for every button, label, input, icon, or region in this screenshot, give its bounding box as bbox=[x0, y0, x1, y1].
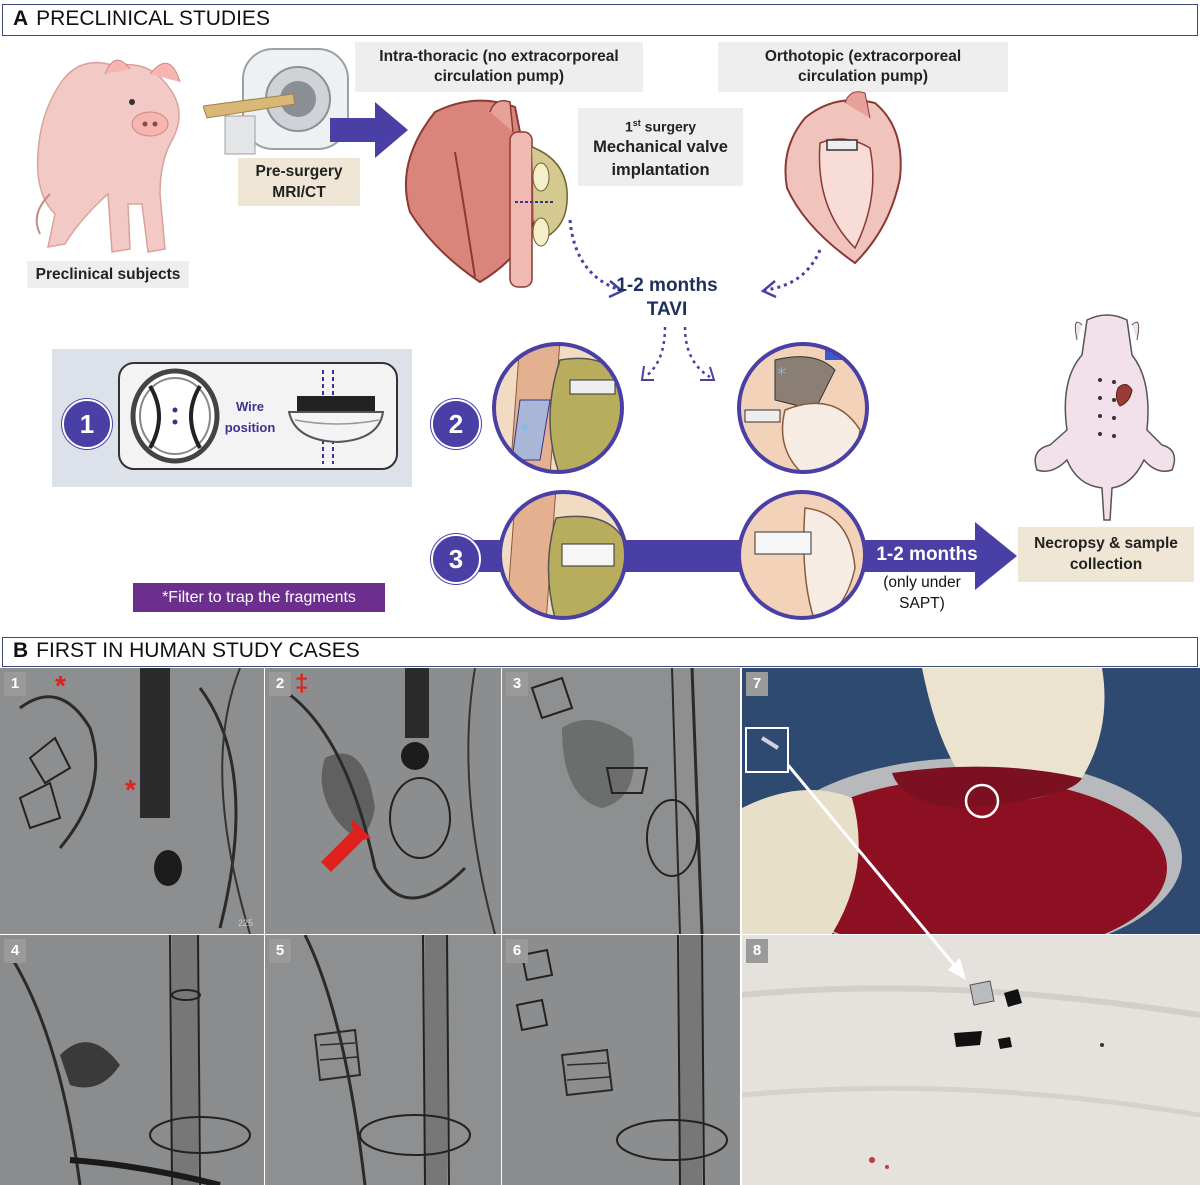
intrathoracic-line1: Intra-thoracic (no extracorporeal bbox=[379, 48, 619, 65]
heart-intrathoracic-illustration bbox=[404, 99, 568, 288]
wire-line1: Wire bbox=[235, 399, 265, 414]
panel-label-6: 6 bbox=[506, 939, 528, 963]
step2-right-illustration: * bbox=[737, 342, 869, 474]
panel-label-2: 2 bbox=[269, 672, 291, 696]
section-b-title: FIRST IN HUMAN STUDY CASES bbox=[36, 639, 360, 662]
section-a-banner: A PRECLINICAL STUDIES bbox=[2, 4, 1198, 36]
panel-label-4: 4 bbox=[4, 939, 26, 963]
section-b-banner: B FIRST IN HUMAN STUDY CASES bbox=[2, 637, 1198, 667]
step2-left-illustration: * bbox=[492, 342, 624, 474]
dagger-marker: ‡ bbox=[295, 670, 309, 697]
panel-label-5: 5 bbox=[269, 939, 291, 963]
necropsy-label: Necropsy & sample collection bbox=[1018, 527, 1194, 582]
preclinical-subjects-label: Preclinical subjects bbox=[27, 261, 189, 288]
tavi-timing: 1-2 months TAVI bbox=[592, 274, 742, 322]
orthotopic-line1: Orthotopic (extracorporeal bbox=[764, 48, 962, 65]
intrathoracic-label: Intra-thoracic (no extracorporeal circul… bbox=[355, 42, 643, 92]
section-a-title: PRECLINICAL STUDIES bbox=[36, 7, 270, 30]
step3-circle: 3 bbox=[431, 534, 481, 584]
magnification-connector-arrow bbox=[786, 764, 966, 980]
heart-orthotopic-illustration bbox=[784, 91, 902, 265]
panel-label-7: 7 bbox=[746, 672, 768, 696]
orthotopic-line2: circulation pump) bbox=[797, 68, 929, 85]
svg-text:*: * bbox=[777, 364, 786, 385]
valve-side-view-icon bbox=[287, 370, 385, 464]
step3-right-illustration bbox=[737, 490, 867, 620]
surgery-superscript: st bbox=[632, 118, 641, 128]
filter-note: *Filter to trap the fragments bbox=[133, 583, 385, 612]
dotted-arrows-to-circles bbox=[640, 326, 716, 381]
months-1: 1-2 months bbox=[616, 275, 718, 296]
only-line2: SAPT) bbox=[899, 595, 945, 612]
step3-months-label: 1-2 months bbox=[862, 543, 992, 567]
sapt-note: (only under SAPT) bbox=[862, 572, 982, 614]
pig-illustration bbox=[35, 59, 181, 253]
surgery-heading: 1st surgery bbox=[578, 114, 743, 136]
preclinical-subjects-text: Preclinical subjects bbox=[35, 266, 181, 283]
mri-scanner-icon bbox=[203, 48, 349, 155]
scale-readout: 225 bbox=[238, 918, 254, 928]
tavi-text: TAVI bbox=[646, 299, 688, 320]
case-panel-7: 7 bbox=[742, 668, 1200, 934]
step3-left-illustration bbox=[498, 490, 628, 620]
surgery-ordinal: 1 bbox=[624, 118, 633, 135]
dotted-arrows-to-tavi bbox=[568, 219, 822, 299]
panel-label-8: 8 bbox=[746, 939, 768, 963]
wire-line2: position bbox=[224, 420, 276, 435]
panel-label-3: 3 bbox=[506, 672, 528, 696]
necropsy-line1: Necropsy & sample bbox=[1034, 535, 1178, 552]
months-2: 1-2 months bbox=[876, 544, 978, 565]
svg-text:*: * bbox=[520, 420, 529, 441]
mri-to-surgery-arrow bbox=[330, 102, 408, 158]
red-arrow-icon bbox=[321, 820, 371, 872]
intrathoracic-line2: circulation pump) bbox=[433, 68, 565, 85]
orthotopic-label: Orthotopic (extracorporeal circulation p… bbox=[718, 42, 1008, 92]
pig-necropsy-illustration bbox=[1034, 314, 1176, 521]
case-panel-5: 5 bbox=[265, 935, 501, 1185]
case-panel-4: 4 bbox=[0, 935, 264, 1185]
first-surgery-label: 1st surgery Mechanical valve implantatio… bbox=[578, 108, 743, 186]
section-b-letter: B bbox=[13, 639, 29, 662]
mechanical-line1: Mechanical valve bbox=[593, 137, 728, 156]
mechanical-line2: implantation bbox=[611, 160, 710, 179]
presurgery-mri-label: Pre-surgery MRI/CT bbox=[238, 158, 360, 206]
case-panel-1: 1 * * 225 bbox=[0, 668, 264, 934]
asterisk-marker-1a: * bbox=[55, 670, 66, 701]
filter-note-text: *Filter to trap the fragments bbox=[162, 589, 356, 606]
case-panel-8: 8 bbox=[742, 935, 1200, 1185]
presurgery-line1: Pre-surgery bbox=[255, 163, 343, 180]
valve-icon bbox=[130, 368, 220, 464]
step3-arrow bbox=[455, 522, 1017, 590]
necropsy-line2: collection bbox=[1069, 556, 1143, 573]
case-panel-3: 3 bbox=[502, 668, 740, 934]
asterisk-marker-1b: * bbox=[125, 774, 136, 805]
panel-label-1: 1 bbox=[4, 672, 26, 696]
case-panel-2: 2 ‡ bbox=[265, 668, 501, 934]
step1-circle: 1 bbox=[62, 399, 112, 449]
section-a-letter: A bbox=[13, 7, 29, 30]
wire-position-label: Wire position bbox=[222, 396, 278, 438]
case-panel-6: 6 bbox=[502, 935, 740, 1185]
surgery-word: surgery bbox=[644, 118, 697, 135]
presurgery-line2: MRI/CT bbox=[272, 184, 326, 201]
step2-circle: 2 bbox=[431, 399, 481, 449]
only-line1: (only under bbox=[883, 574, 961, 591]
